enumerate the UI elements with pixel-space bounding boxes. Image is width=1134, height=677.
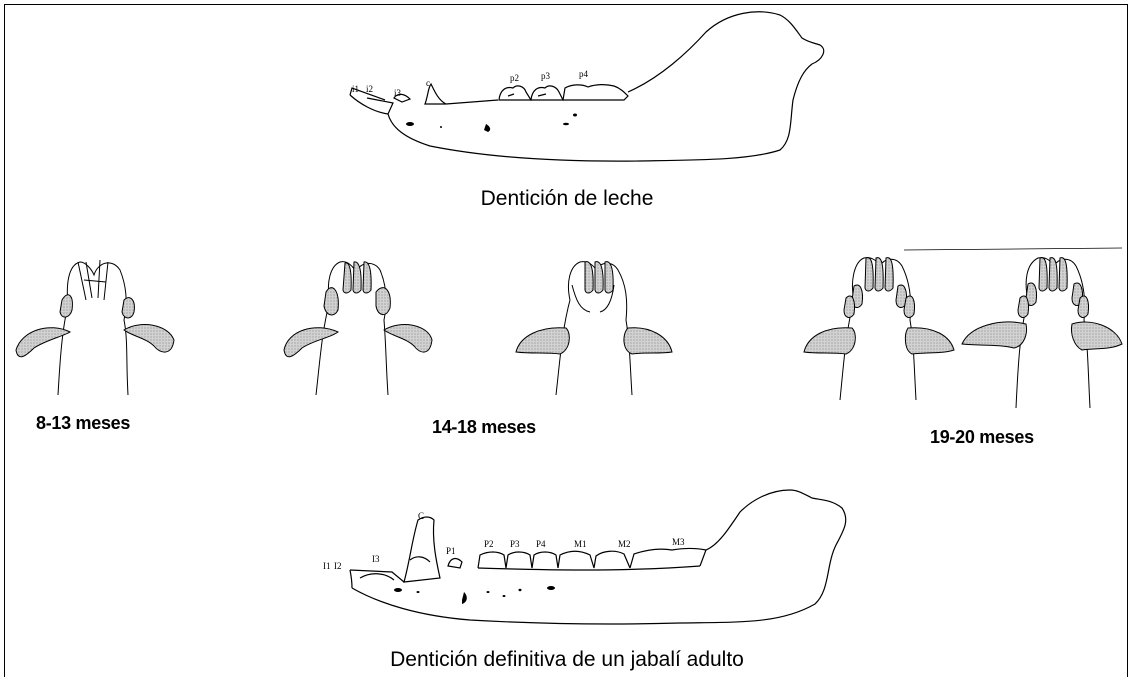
label-P4: P4: [536, 539, 546, 549]
snout-view-2: [284, 262, 432, 395]
milk-jaw-foramina: [406, 114, 577, 133]
label-p4: p4: [579, 69, 589, 79]
label-I1: I1: [323, 561, 331, 571]
scan-edge-line: [904, 248, 1122, 250]
label-M3: M3: [672, 537, 685, 547]
label-P1: P1: [446, 546, 456, 556]
snout-view-5: [962, 258, 1122, 408]
label-i3: i3: [394, 88, 402, 98]
label-P2: P2: [484, 539, 494, 549]
label-p3: p3: [541, 71, 551, 81]
snout-view-3: [516, 262, 672, 395]
adult-jaw-foramina: [394, 586, 555, 604]
adult-dentition-caption: Dentición definitiva de un jabalí adulto: [0, 648, 1134, 672]
adult-jaw-drawing: [350, 490, 846, 624]
label-i1: i1: [352, 84, 359, 94]
label-M2: M2: [618, 539, 631, 549]
snout-view-1: [16, 260, 174, 395]
milk-dentition-caption: Dentición de leche: [0, 187, 1134, 211]
label-P3: P3: [510, 539, 520, 549]
label-I2: I2: [334, 561, 342, 571]
snout-view-4: [804, 258, 954, 400]
adult-tooth-labels: I1 I2 I3 C P1 P2 P3 P4 M1 M2 M3: [323, 511, 685, 571]
label-M1: M1: [574, 539, 587, 549]
label-i2: i2: [366, 84, 373, 94]
milk-tooth-labels: i1 i2 i3 c p2 p3 p4: [352, 69, 589, 98]
age-label-19-20: 19-20 meses: [930, 427, 1034, 448]
label-p2: p2: [510, 73, 519, 83]
milk-jaw-drawing: [350, 12, 824, 161]
age-label-14-18: 14-18 meses: [432, 417, 536, 438]
label-c: c: [426, 78, 430, 88]
label-I3: I3: [372, 554, 380, 564]
age-label-8-13: 8-13 meses: [36, 413, 130, 434]
label-C: C: [418, 511, 424, 521]
